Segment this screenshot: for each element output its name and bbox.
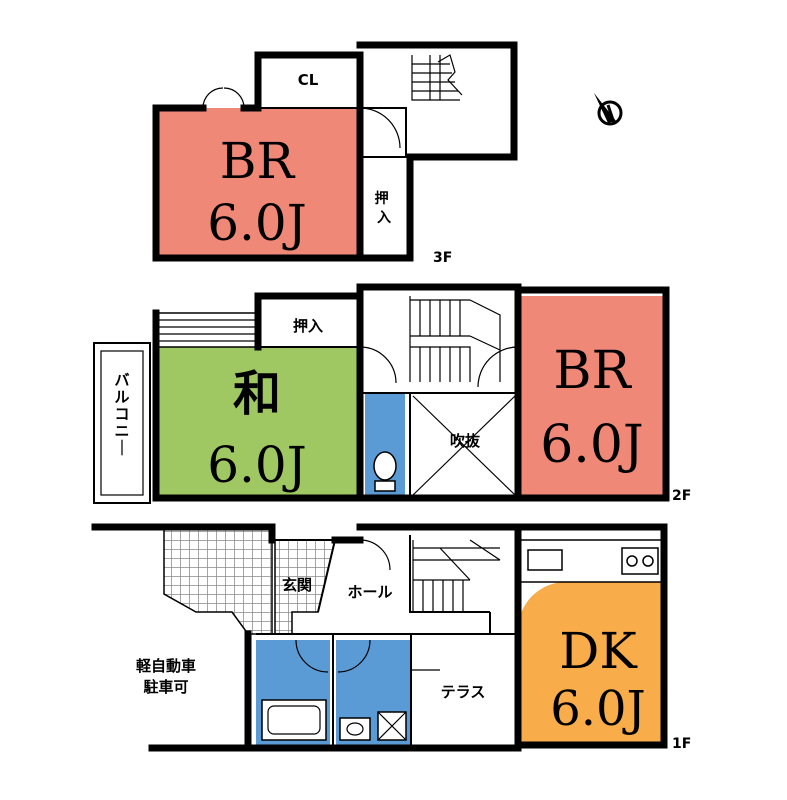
washitsu-2f: [156, 347, 358, 498]
void-label: 吹抜: [450, 432, 481, 450]
stairs-1f: [412, 539, 501, 612]
bedroom-3f-size: 6.0J: [207, 194, 307, 252]
parking-label-line1: 軽自動車: [136, 657, 196, 675]
balcony-char: ｜: [114, 439, 129, 457]
stove-icon: [621, 547, 659, 575]
oshiire-3f-label: 押 入: [375, 190, 394, 226]
washer-icon: [377, 711, 407, 741]
floor-3f-label: 3F: [433, 250, 452, 266]
stairs-2f: [409, 296, 501, 382]
balcony-char: コ: [114, 405, 129, 423]
floor-1f-label: 1F: [672, 736, 691, 752]
washitsu-size: 6.0J: [207, 436, 307, 494]
balcony-char: ル: [114, 388, 129, 406]
oshiire-2f-label: 押入: [293, 317, 323, 335]
oshiire-3f-char1: 押: [375, 190, 389, 207]
dk-size: 6.0J: [550, 681, 646, 737]
dk-room: [518, 582, 664, 745]
floor-1f: 玄関 ホール テラス 軽自動車 駐車可 DK 6.0J 1F: [91, 523, 691, 752]
bedroom-2f-name: BR: [553, 341, 632, 401]
balcony: [93, 342, 151, 504]
balcony-label: バルコニ｜: [114, 371, 129, 457]
washitsu-name: 和: [233, 366, 281, 422]
sink-icon: [339, 717, 371, 741]
kitchen-sink-icon: [527, 549, 563, 571]
terrace-label: テラス: [441, 683, 486, 701]
balcony-char: ニ: [114, 422, 129, 440]
oshiire-3f-char2: 入: [377, 210, 391, 226]
floor-2f-label: 2F: [672, 488, 691, 504]
parking-label-line2: 駐車可: [143, 678, 188, 696]
floor-2f: バルコニ｜ 押入: [93, 283, 691, 504]
closet-label: CL: [298, 71, 319, 89]
bedroom-3f-name: BR: [220, 132, 296, 190]
void-area: [412, 395, 516, 496]
north-compass-icon: [594, 93, 623, 126]
bedroom-3f: [156, 108, 358, 258]
bedroom-2f: [518, 296, 666, 498]
hall-label: ホール: [347, 583, 392, 601]
floor-3f: CL BR 6.0J 押 入 3F: [152, 41, 623, 266]
toilet-icon: [373, 451, 397, 492]
entrance-label: 玄関: [282, 576, 312, 594]
stairs-3f: [411, 54, 463, 101]
dk-name: DK: [559, 622, 638, 680]
tatami-strip: [155, 312, 259, 348]
bedroom-2f-size: 6.0J: [540, 415, 644, 475]
parking-area: [163, 526, 273, 635]
balcony-char: バ: [114, 371, 129, 389]
bathtub-icon: [261, 699, 327, 741]
